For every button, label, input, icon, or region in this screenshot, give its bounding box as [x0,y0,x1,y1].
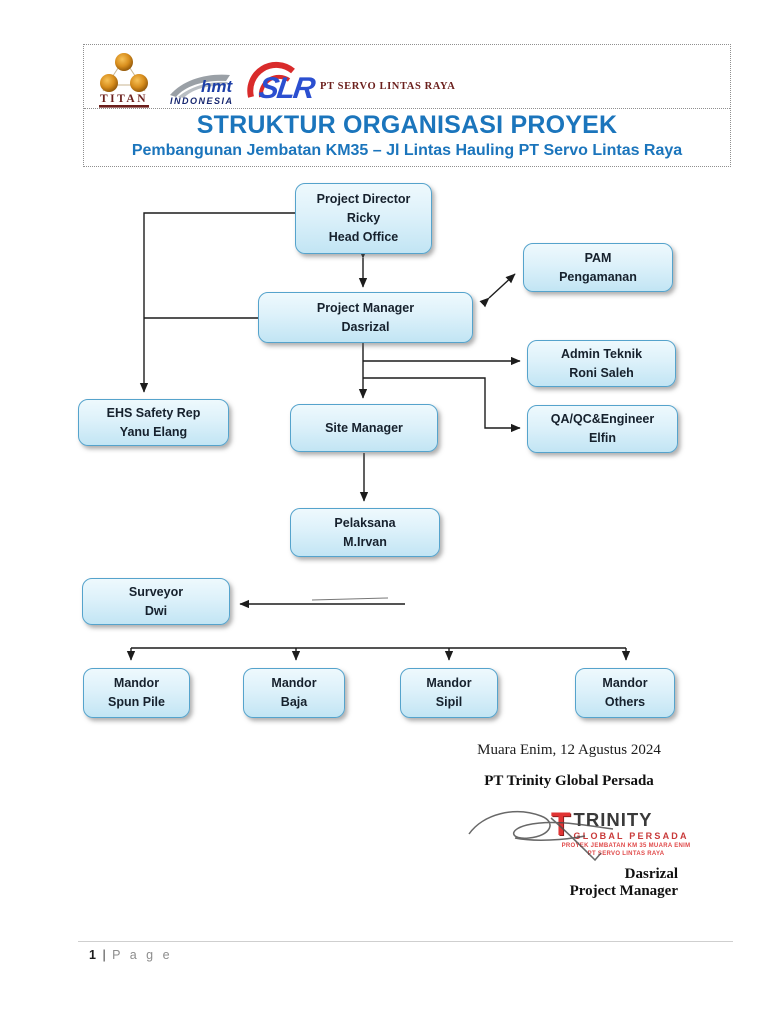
node-person: Dwi [144,603,168,618]
footer-page-indicator: 1 | P a g e [89,948,173,962]
node-unit: Head Office [328,229,399,244]
node-role: Mandor [426,676,472,691]
titan-logo-text: TITAN [100,93,148,105]
node-admin-teknik: Admin Teknik Roni Saleh [527,340,676,387]
node-qaqc-engineer: QA/QC&Engineer Elfin [527,405,678,453]
node-specialty: Sipil [435,695,463,709]
node-surveyor: Surveyor Dwi [82,578,230,625]
node-role: Pelaksana [334,515,396,530]
page-subtitle: Pembangunan Jembatan KM35 – Jl Lintas Ha… [131,142,683,159]
node-person: Yanu Elang [119,424,188,439]
node-specialty: Spun Pile [108,695,165,709]
stamp-company-note: PT SERVO LINTAS RAYA [587,851,665,858]
node-role: Mandor [271,676,317,691]
node-site-manager: Site Manager [290,404,438,452]
node-role: Admin Teknik [560,346,643,361]
page-separator: | [102,948,106,962]
node-role: Mandor [113,676,160,691]
node-person: Dasrizal [341,319,390,334]
stamp-subbrand-text: GLOBAL PERSADA [573,830,689,841]
node-person: Pengamanan [559,269,637,284]
node-specialty: Baja [280,695,308,709]
node-role: Site Manager [325,420,403,435]
node-project-director: Project Director Ricky Head Office [295,183,432,254]
page-title: STRUKTUR ORGANISASI PROYEK [196,111,618,139]
signer-name: Dasrizal [624,866,678,882]
node-person: M.Irvan [343,534,387,549]
page-label: P a g e [112,948,173,962]
node-mandor-baja: Mandor Baja [243,668,345,718]
stamp-brand-text: TRINITY [573,809,653,830]
hmt-country-text: INDONESIA [170,96,234,106]
logo-row: TITAN hmt INDONESIA SLR PT SERVO LINTAS … [84,45,730,109]
node-role: Mandor [602,676,648,691]
node-mandor-spun-pile: Mandor Spun Pile [83,668,190,718]
titan-logo-icon: TITAN [99,53,149,108]
node-role: Surveyor [128,584,184,599]
slr-logo-icon: SLR [247,61,317,105]
signature-company: PT Trinity Global Persada [484,773,654,789]
node-project-manager: Project Manager Dasrizal [258,292,473,343]
node-ehs-safety-rep: EHS Safety Rep Yanu Elang [78,399,229,446]
node-mandor-others: Mandor Others [575,668,675,718]
node-role: Project Director [316,192,411,207]
node-mandor-sipil: Mandor Sipil [400,668,498,718]
page-number: 1 [89,948,96,962]
node-specialty: Others [604,695,646,709]
node-role: QA/QC&Engineer [550,412,655,427]
footer-divider [78,941,733,942]
node-role: PAM [584,250,612,265]
signature-scribble [468,810,614,862]
signer-title: Project Manager [569,883,678,899]
hmt-logo-text: hmt [201,77,234,96]
stamp-project-note: PROYEK JEMBATAN KM 35 MUARA ENIM [561,843,691,850]
header: TITAN hmt INDONESIA SLR PT SERVO LINTAS … [83,44,731,167]
signature-place-date: Muara Enim, 12 Agustus 2024 [477,742,661,758]
node-person: Elfin [588,431,617,445]
node-pelaksana: Pelaksana M.Irvan [290,508,440,557]
slr-monogram-text: SLR [257,72,317,105]
hmt-indonesia-logo-icon: hmt INDONESIA [170,74,234,106]
node-role: EHS Safety Rep [106,405,201,420]
slr-company-name: PT SERVO LINTAS RAYA [320,81,456,92]
node-pam: PAM Pengamanan [523,243,673,292]
node-role: Project Manager [316,300,415,315]
node-person: Ricky [346,211,381,226]
node-person: Roni Saleh [569,365,634,380]
